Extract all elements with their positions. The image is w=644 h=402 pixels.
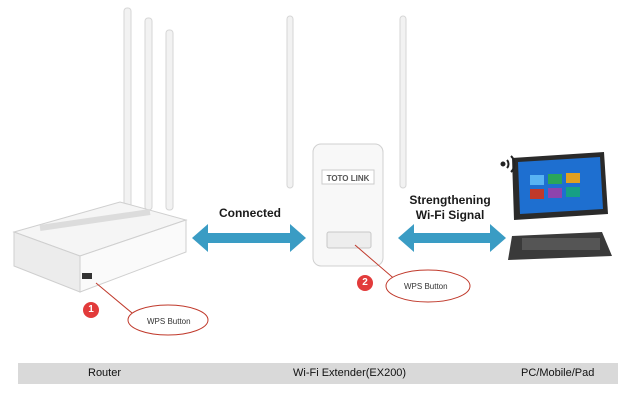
wps-button-label-2: WPS Button [404, 282, 448, 291]
strengthening-label: Strengthening Wi-Fi Signal [395, 193, 505, 223]
wps-callout-2 [354, 244, 471, 303]
router-device [12, 7, 188, 293]
caption-pc: PC/Mobile/Pad [521, 367, 595, 379]
wps-callout-1 [95, 282, 209, 336]
connected-arrow [192, 224, 306, 252]
connected-label: Connected [218, 206, 281, 220]
caption-router: Router [88, 367, 122, 379]
strengthening-line-1: Strengthening [409, 193, 491, 207]
wps-button-label-1: WPS Button [147, 317, 191, 326]
wifi-signal-icon [500, 155, 516, 173]
step-2-badge: 2 [357, 275, 373, 291]
caption-bar: Router Wi-Fi Extender(EX200) PC/Mobile/P… [18, 363, 618, 384]
strengthening-line-2: Wi-Fi Signal [415, 208, 485, 222]
caption-extender: Wi-Fi Extender(EX200) [293, 367, 407, 379]
brand-logo: TOTO LINK [327, 174, 370, 183]
signal-arrow [398, 224, 506, 252]
extender-device: TOTO LINK [286, 15, 407, 267]
laptop-device [508, 152, 612, 260]
step-1-badge: 1 [83, 302, 99, 318]
